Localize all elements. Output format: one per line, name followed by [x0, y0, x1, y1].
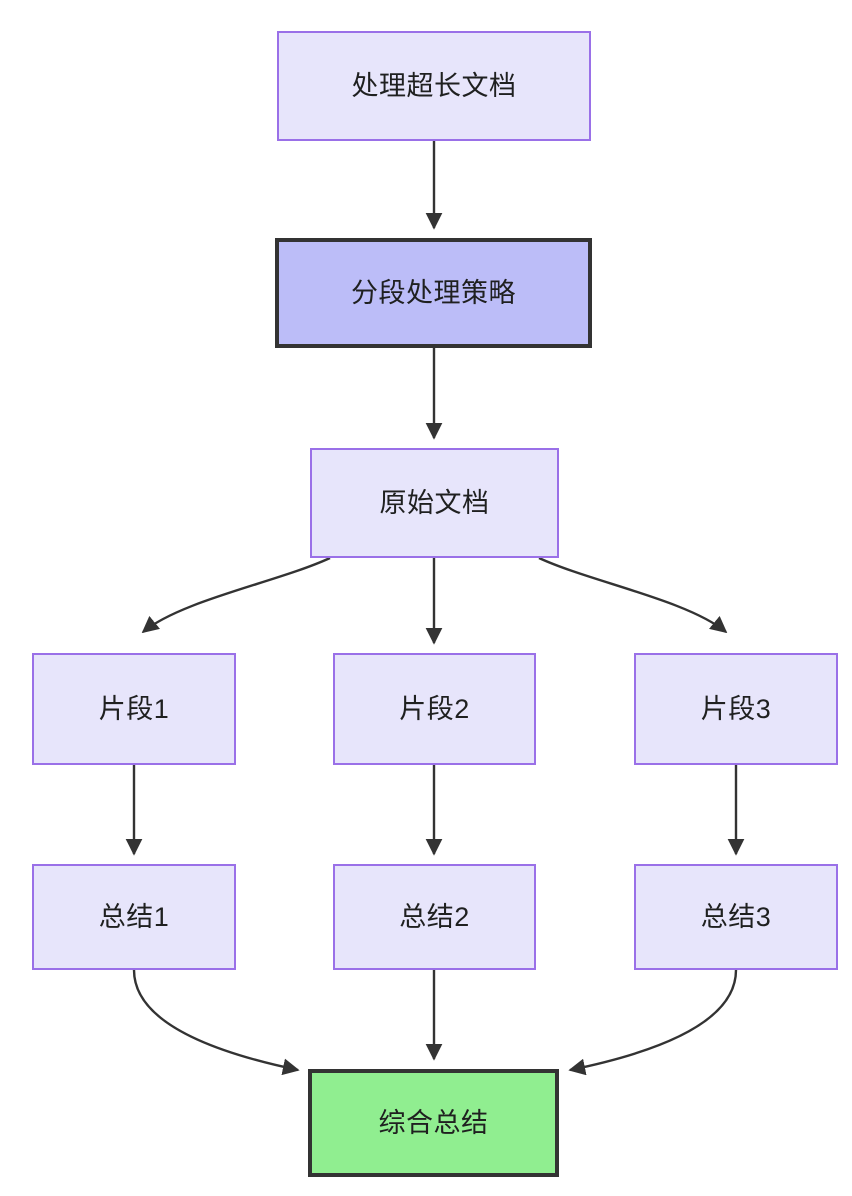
node-handle-long-document[interactable]: 处理超长文档 — [277, 31, 591, 141]
node-label: 分段处理策略 — [351, 277, 516, 308]
node-label: 原始文档 — [379, 487, 490, 518]
node-summary-1[interactable]: 总结1 — [32, 864, 236, 970]
node-label: 总结3 — [700, 901, 772, 932]
node-label: 综合总结 — [378, 1107, 489, 1138]
node-label: 片段1 — [98, 693, 170, 724]
node-label: 总结1 — [98, 901, 170, 932]
node-label: 片段2 — [399, 693, 470, 724]
edge-source-doc-to-chunk1 — [141, 556, 331, 634]
node-chunking-strategy[interactable]: 分段处理策略 — [275, 238, 592, 348]
node-summary-2[interactable]: 总结2 — [333, 864, 536, 970]
node-chunk-2[interactable]: 片段2 — [333, 653, 536, 765]
node-final-summary[interactable]: 综合总结 — [308, 1069, 559, 1177]
edge-summary3-to-final — [568, 969, 738, 1076]
node-label: 总结2 — [399, 901, 470, 932]
node-chunk-1[interactable]: 片段1 — [32, 653, 236, 765]
node-chunk-3[interactable]: 片段3 — [634, 653, 838, 765]
node-source-document[interactable]: 原始文档 — [310, 448, 559, 558]
node-label: 片段3 — [700, 693, 772, 724]
edge-summary1-to-final — [132, 969, 300, 1076]
node-summary-3[interactable]: 总结3 — [634, 864, 838, 970]
node-label: 处理超长文档 — [351, 70, 517, 101]
edge-source-doc-to-chunk3 — [538, 556, 728, 634]
